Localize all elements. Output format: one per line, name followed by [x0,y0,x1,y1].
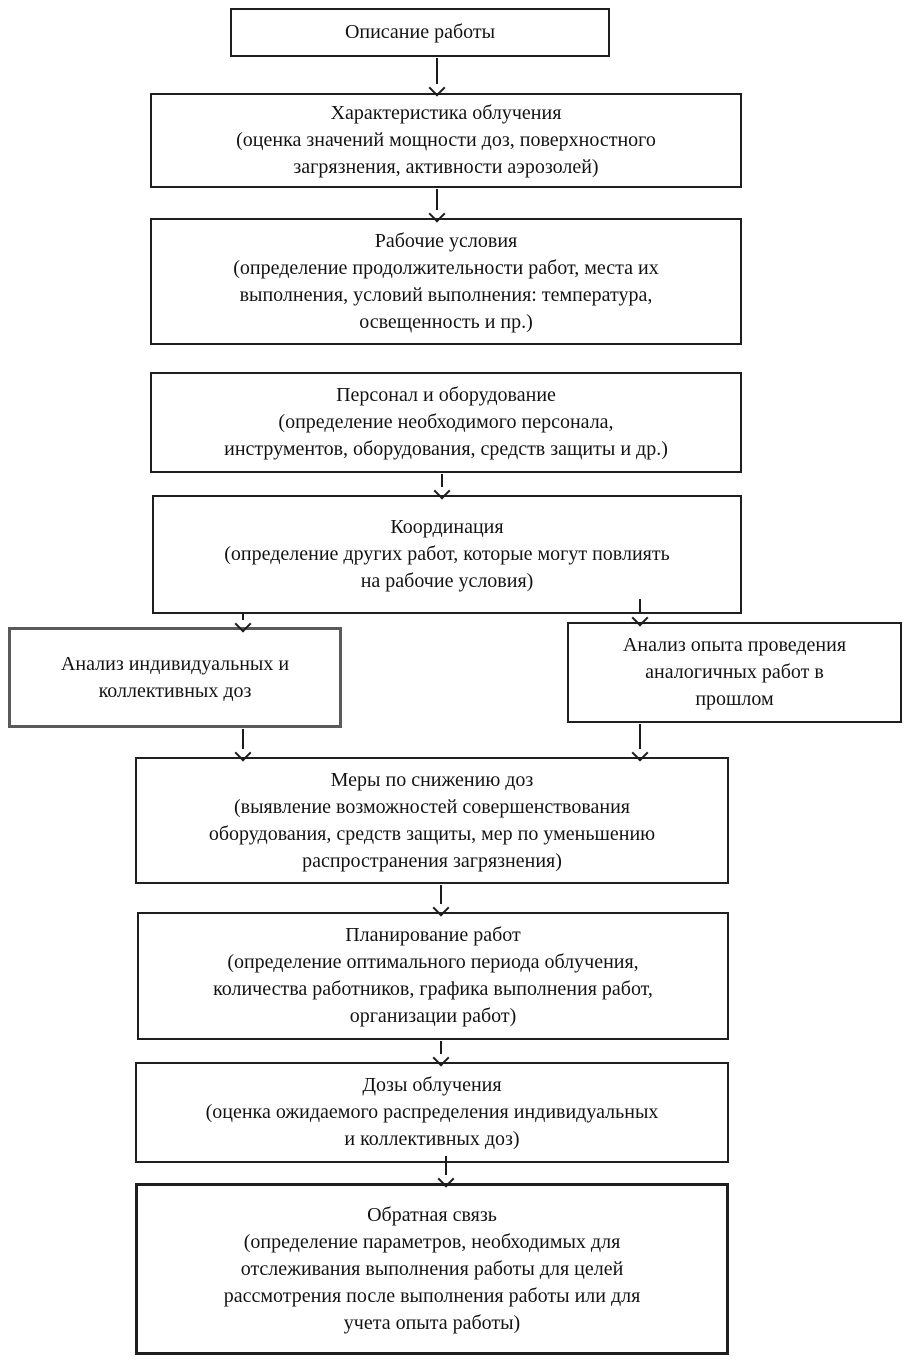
box-past-experience-analysis: Анализ опыта проведения аналогичных рабо… [567,622,902,723]
box-title: Рабочие условия [374,229,518,252]
box-title: Дозы облучения [362,1074,502,1096]
box-coordination: Координация (определение других работ, к… [152,495,742,614]
box-exposure-doses: Дозы облучения (оценка ожидаемого распре… [135,1062,729,1163]
box-personnel-equipment: Персонал и оборудование (определение нео… [150,372,742,473]
box-detail: (выявление возможностей совершенствовани… [208,795,656,872]
box-dose-reduction-measures: Меры по снижению доз (выявление возможно… [135,757,729,884]
arrow-down-icon [441,474,443,487]
arrow-down-icon [440,1041,442,1054]
box-detail: (определение оптимального периода облуче… [213,951,653,1027]
box-title: Планирование работ [345,924,521,946]
box-title: Координация [390,516,504,538]
box-individual-collective-dose-analysis: Анализ индивидуальных и коллективных доз [8,627,342,728]
box-detail: (оценка ожидаемого распределения индивид… [205,1101,659,1150]
box-title: Персонал и оборудование [336,384,556,406]
box-work-description: Описание работы [230,8,610,57]
box-working-conditions: Рабочие условия (определение продолжител… [150,218,742,345]
arrow-down-icon [440,885,442,904]
box-title: Анализ опыта проведения аналогичных рабо… [622,634,847,710]
box-detail: (определение необходимого персонала, инс… [224,411,668,460]
box-title: Анализ индивидуальных и коллективных доз [60,652,290,702]
box-detail: (оценка значений мощности доз, поверхнос… [236,129,656,178]
arrow-down-icon [436,58,438,84]
box-detail: (определение продолжительности работ, ме… [233,256,659,333]
box-title: Описание работы [344,21,496,43]
box-title: Характеристика облучения [330,102,562,124]
box-exposure-characteristics: Характеристика облучения (оценка значени… [150,93,742,188]
box-title: Обратная связь [367,1203,497,1226]
arrow-down-icon [445,1156,447,1175]
arrow-down-icon [639,724,641,749]
arrow-down-icon [242,729,244,749]
box-feedback: Обратная связь (определение параметров, … [135,1183,729,1355]
arrow-down-icon [436,189,438,210]
arrow-down-icon [639,599,641,614]
box-work-planning: Планирование работ (определение оптималь… [137,912,729,1040]
arrow-down-icon [242,614,244,620]
box-title: Меры по снижению доз [330,768,534,791]
box-detail: (определение параметров, необходимых для… [223,1230,641,1334]
box-detail: (определение других работ, которые могут… [224,543,670,592]
